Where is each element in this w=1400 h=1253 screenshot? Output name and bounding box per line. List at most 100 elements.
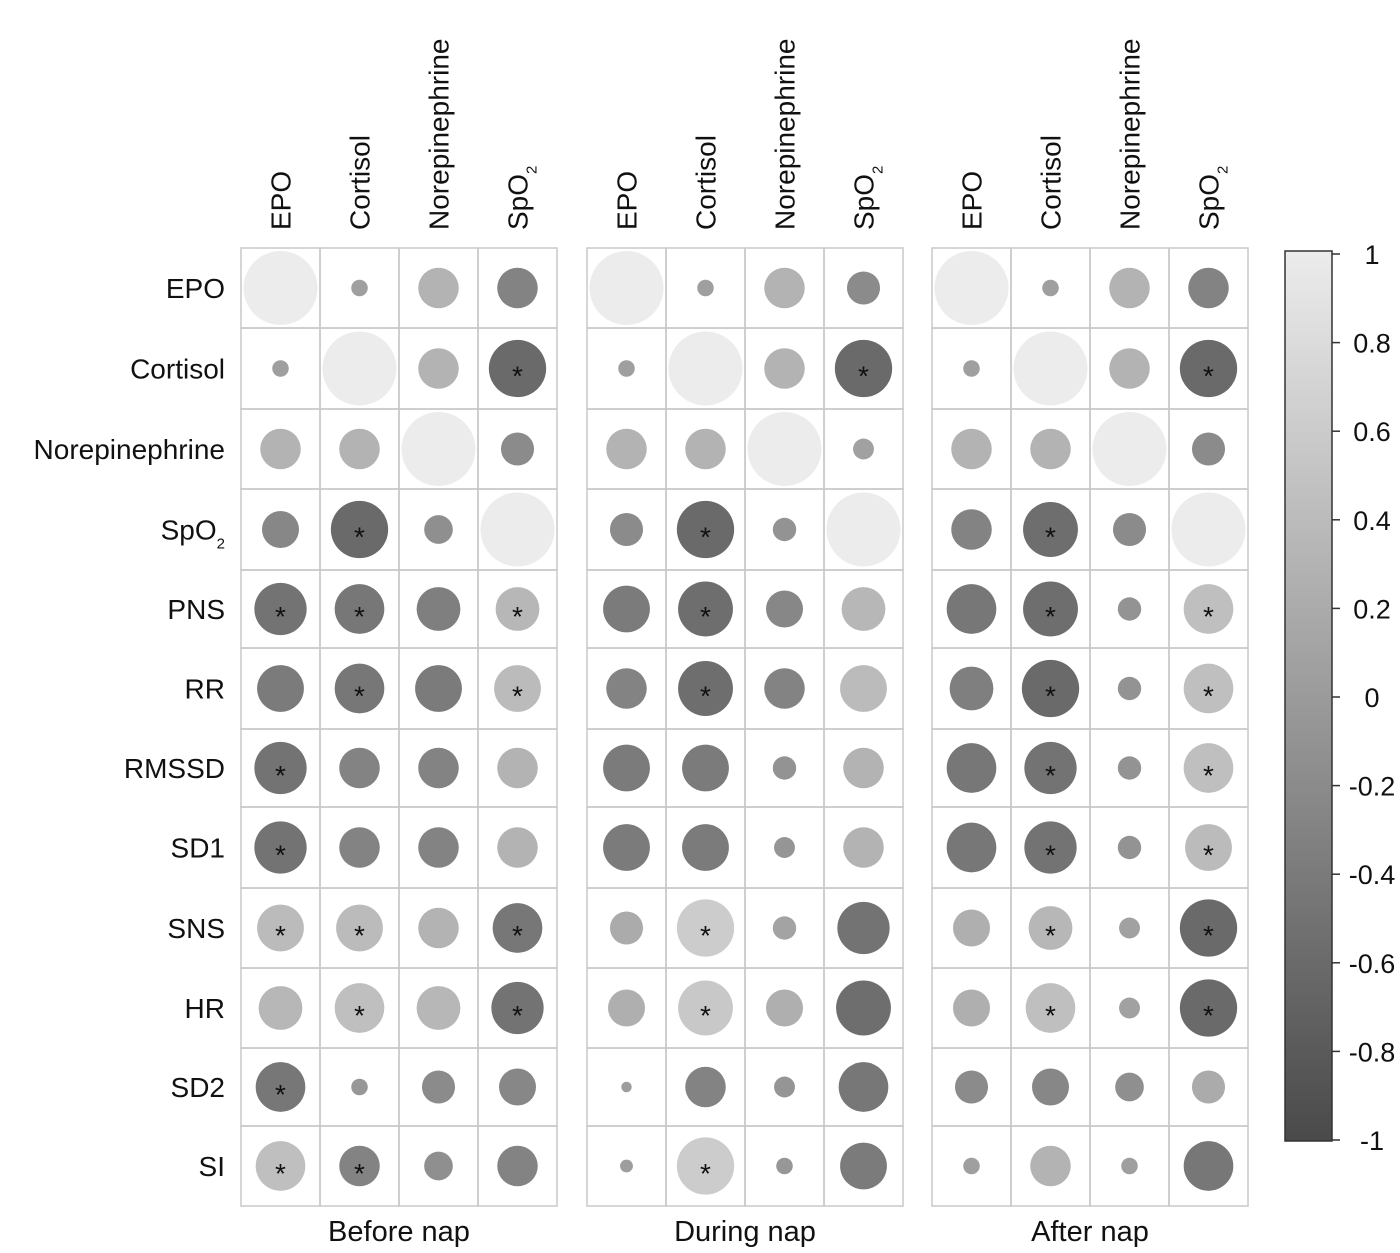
correlation-circle — [603, 744, 650, 792]
correlation-circle — [334, 584, 385, 634]
correlation-circle — [843, 827, 884, 868]
correlation-circle — [258, 986, 303, 1030]
correlation-circle — [418, 907, 459, 949]
correlation-circle — [676, 500, 735, 559]
correlation-circle — [678, 980, 733, 1036]
significance-star: * — [858, 361, 869, 392]
significance-star: * — [1203, 920, 1214, 951]
correlation-circle — [1025, 983, 1076, 1033]
correlation-circle — [1028, 906, 1073, 950]
correlation-circle — [257, 665, 304, 712]
significance-star: * — [1045, 920, 1056, 951]
correlation-circle — [1121, 1157, 1138, 1175]
correlation-circle — [415, 665, 462, 712]
row-label: SpO2 — [161, 515, 225, 553]
correlation-circle — [603, 824, 650, 871]
correlation-circle — [421, 1070, 456, 1104]
column-label: Norepinephrine — [424, 39, 455, 230]
correlation-circle — [494, 665, 541, 712]
significance-star: * — [512, 601, 523, 632]
correlation-circle — [676, 899, 735, 957]
significance-star: * — [1203, 840, 1214, 871]
colorbar: 10.80.60.40.20-0.2-0.4-0.6-0.8-1 — [1284, 240, 1395, 1156]
row-label: RR — [185, 674, 225, 705]
row-label: SNS — [167, 913, 225, 944]
correlation-circle — [500, 432, 535, 466]
correlation-circle — [1191, 432, 1226, 466]
correlation-circle — [772, 517, 797, 542]
column-label: SpO2 — [1194, 166, 1232, 230]
correlation-circle — [951, 428, 992, 470]
correlation-circle — [589, 251, 664, 325]
correlation-circle — [254, 821, 307, 874]
correlation-circle — [495, 587, 540, 631]
correlation-circle — [609, 911, 644, 945]
correlation-circle — [682, 744, 729, 792]
correlation-circle — [1117, 597, 1142, 621]
colorbar-tick-label: 1 — [1364, 240, 1379, 270]
correlation-circle — [606, 668, 647, 709]
correlation-circle — [946, 584, 997, 634]
correlation-circle — [1112, 512, 1147, 547]
row-labels: EPOCortisolNorepinephrineSpO2PNSRRRMSSDS… — [34, 273, 225, 1182]
correlation-circle — [255, 1141, 306, 1191]
correlation-circle — [954, 1070, 989, 1104]
row-label: SD1 — [171, 833, 225, 864]
significance-star: * — [700, 1158, 711, 1189]
correlation-circle — [257, 904, 304, 952]
column-label: SpO2 — [849, 166, 887, 230]
colorbar-tick-label: -1 — [1360, 1126, 1384, 1156]
correlation-circle — [934, 251, 1009, 325]
significance-star: * — [275, 1158, 286, 1189]
significance-star: * — [1045, 522, 1056, 553]
correlation-circle — [254, 582, 307, 636]
correlation-circle — [764, 348, 805, 389]
grid-cell — [823, 1125, 904, 1207]
correlation-circle — [1024, 741, 1077, 795]
correlation-circle — [491, 981, 544, 1035]
correlation-circle — [1171, 492, 1246, 567]
correlation-circle — [949, 666, 994, 711]
correlation-circle — [764, 267, 805, 309]
correlation-circle — [351, 279, 368, 297]
significance-star: * — [512, 681, 523, 712]
correlation-circle — [418, 267, 459, 309]
correlation-circle — [424, 515, 453, 544]
correlation-circle — [339, 827, 380, 868]
correlation-circle — [497, 267, 538, 309]
correlation-circle — [1109, 348, 1150, 389]
significance-star: * — [1045, 681, 1056, 712]
significance-star: * — [275, 840, 286, 871]
correlation-circle — [676, 1137, 735, 1195]
correlation-circle — [853, 438, 874, 460]
significance-star: * — [275, 601, 286, 632]
row-label: SI — [199, 1151, 225, 1182]
correlation-circle — [499, 1068, 536, 1106]
correlation-circle — [766, 989, 803, 1027]
correlation-circle — [334, 663, 385, 714]
correlation-circle — [330, 500, 389, 559]
correlation-circle — [418, 827, 459, 868]
correlation-circle — [416, 986, 461, 1030]
significance-star: * — [275, 760, 286, 791]
correlation-circle — [1183, 743, 1234, 793]
correlation-circle — [260, 428, 301, 470]
correlation-circle — [1119, 997, 1140, 1019]
significance-star: * — [700, 920, 711, 951]
correlation-circle — [1092, 412, 1167, 486]
correlation-circle — [682, 824, 729, 871]
significance-star: * — [512, 361, 523, 392]
correlation-circle — [334, 983, 385, 1033]
correlation-circle — [774, 1076, 795, 1098]
correlation-circle — [1179, 899, 1238, 957]
correlation-circle — [1188, 267, 1229, 309]
correlation-circle — [1023, 581, 1078, 637]
significance-star: * — [1203, 760, 1214, 791]
significance-star: * — [1045, 760, 1056, 791]
correlation-circle — [1117, 676, 1142, 701]
column-label: Cortisol — [1036, 135, 1067, 230]
colorbar-tick-label: 0.6 — [1353, 417, 1391, 447]
significance-star: * — [1045, 1000, 1056, 1031]
